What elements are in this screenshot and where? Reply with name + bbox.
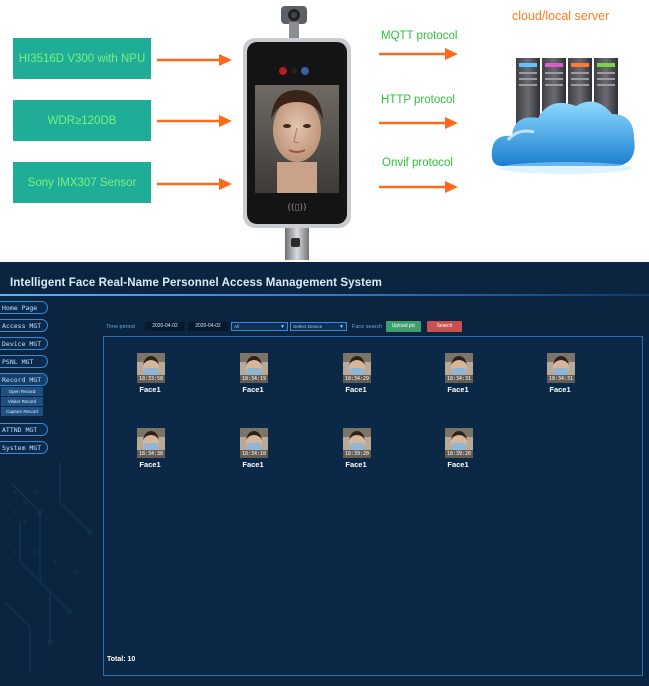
arrow-right-icon [379, 48, 458, 60]
nav-item-attnd-mgt[interactable]: ATTND MGT [0, 423, 48, 436]
subnav-open-record[interactable]: Open Record [1, 387, 43, 396]
face-search-label: Face search [352, 324, 383, 330]
face-label: Face1 [447, 385, 469, 394]
face-thumbnail: 18:33:58 [137, 353, 165, 383]
hardware-diagram: HI3516D V300 with NPU WDR≥120DB Sony IMX… [0, 0, 649, 262]
nav-label: PSNL MGT [2, 358, 34, 366]
capture-time: 18:34:31 [445, 375, 473, 383]
upload-label: Upload pic [391, 323, 416, 329]
face-label: Face1 [345, 385, 367, 394]
nav-item-access-mgt[interactable]: Access MGT [0, 319, 48, 332]
nav-label: Access MGT [2, 322, 42, 330]
capture-time: 18:34:19 [240, 375, 268, 383]
subnav-label: Visitor Record [7, 399, 37, 404]
face-label: Face1 [549, 385, 571, 394]
face-terminal-device: ((▯)) [243, 6, 351, 260]
access-management-app: Intelligent Face Real-Name Personnel Acc… [0, 262, 649, 686]
search-button[interactable]: Search [427, 321, 462, 332]
filter-value: All [234, 325, 240, 330]
nav-label: Home Page [2, 304, 38, 312]
face-thumbnail: 18:34:10 [240, 428, 268, 458]
device-value: Select Device [293, 325, 323, 330]
upload-pic-button[interactable]: Upload pic [386, 321, 421, 332]
search-label: Search [436, 323, 453, 329]
nav-item-device-mgt[interactable]: Device MGT [0, 337, 48, 350]
chevron-down-icon: ▼ [339, 324, 344, 330]
spec-label: Sony IMX307 Sensor [27, 176, 137, 189]
filter-select[interactable]: All ▼ [231, 322, 288, 331]
nav-label: Record MGT [2, 376, 42, 384]
capture-time: 18:39:20 [445, 450, 473, 458]
server-title: cloud/local server [512, 9, 610, 23]
nav-label: ATTND MGT [2, 426, 38, 434]
face-thumbnail: 18:34:31 [445, 353, 473, 383]
arrow-right-icon [157, 115, 232, 127]
cloud-server-icon [491, 58, 635, 174]
subnav-label: Open Record [8, 389, 36, 394]
protocol-label-http: HTTP protocol [381, 94, 455, 106]
capture-time: 18:34:31 [547, 375, 575, 383]
chevron-down-icon: ▼ [280, 324, 285, 330]
title-divider [0, 294, 649, 296]
face-label: Face1 [139, 385, 161, 394]
svg-text:((▯)): ((▯)) [288, 203, 307, 213]
nav-label: System MGT [2, 444, 42, 452]
protocol-label-mqtt: MQTT protocol [381, 30, 458, 42]
time-period-label: Time period [106, 324, 135, 330]
subnav-label: Capture Record [6, 409, 38, 414]
app-title: Intelligent Face Real-Name Personnel Acc… [10, 277, 382, 289]
nav-item-record-mgt[interactable]: Record MGT [0, 373, 48, 386]
face-label: Face1 [242, 460, 264, 469]
spec-label: WDR≥120DB [47, 114, 117, 127]
capture-time: 18:34:10 [240, 450, 268, 458]
background-pattern [4, 462, 93, 672]
nav-item-system-mgt[interactable]: System MGT [0, 441, 48, 454]
date-from-field[interactable]: 2020-04-02 [145, 322, 185, 331]
arrow-right-icon [379, 181, 458, 193]
spec-label: HI3516D V300 with NPU [18, 52, 146, 65]
total-count: Total: 10 [107, 656, 136, 663]
face-thumbnail: 18:34:19 [240, 353, 268, 383]
nav-item-home-page[interactable]: Home Page [0, 301, 48, 314]
date-to-field[interactable]: 2020-04-02 [188, 322, 228, 331]
arrow-right-icon [379, 117, 458, 129]
face-label: Face1 [139, 460, 161, 469]
date-from-value: 2020-04-02 [152, 323, 178, 329]
nav-label: Device MGT [2, 340, 42, 348]
spec-box-processor: HI3516D V300 with NPU [13, 38, 151, 79]
spec-box-sensor: Sony IMX307 Sensor [13, 162, 151, 203]
face-thumbnail: 18:34:31 [547, 353, 575, 383]
arrow-right-icon [157, 54, 232, 66]
subnav-visitor-record[interactable]: Visitor Record [1, 397, 43, 406]
arrow-right-icon [157, 178, 232, 190]
face-label: Face1 [447, 460, 469, 469]
protocol-label-onvif: Onvif protocol [382, 157, 453, 169]
capture-time: 18:33:58 [137, 375, 165, 383]
date-to-value: 2020-04-02 [195, 323, 221, 329]
device-select[interactable]: Select Device ▼ [290, 322, 347, 331]
face-label: Face1 [242, 385, 264, 394]
face-thumbnail: 18:39:20 [445, 428, 473, 458]
capture-results-panel [103, 336, 643, 676]
capture-time: 18:34:38 [137, 450, 165, 458]
face-label: Face1 [345, 460, 367, 469]
face-thumbnail: 18:34:29 [343, 353, 371, 383]
capture-time: 18:34:29 [343, 375, 371, 383]
nav-item-psnl-mgt[interactable]: PSNL MGT [0, 355, 48, 368]
face-thumbnail: 18:34:38 [137, 428, 165, 458]
subnav-capture-record[interactable]: Capture Record [1, 407, 43, 416]
spec-box-wdr: WDR≥120DB [13, 100, 151, 141]
face-thumbnail: 18:39:20 [343, 428, 371, 458]
capture-time: 18:39:20 [343, 450, 371, 458]
